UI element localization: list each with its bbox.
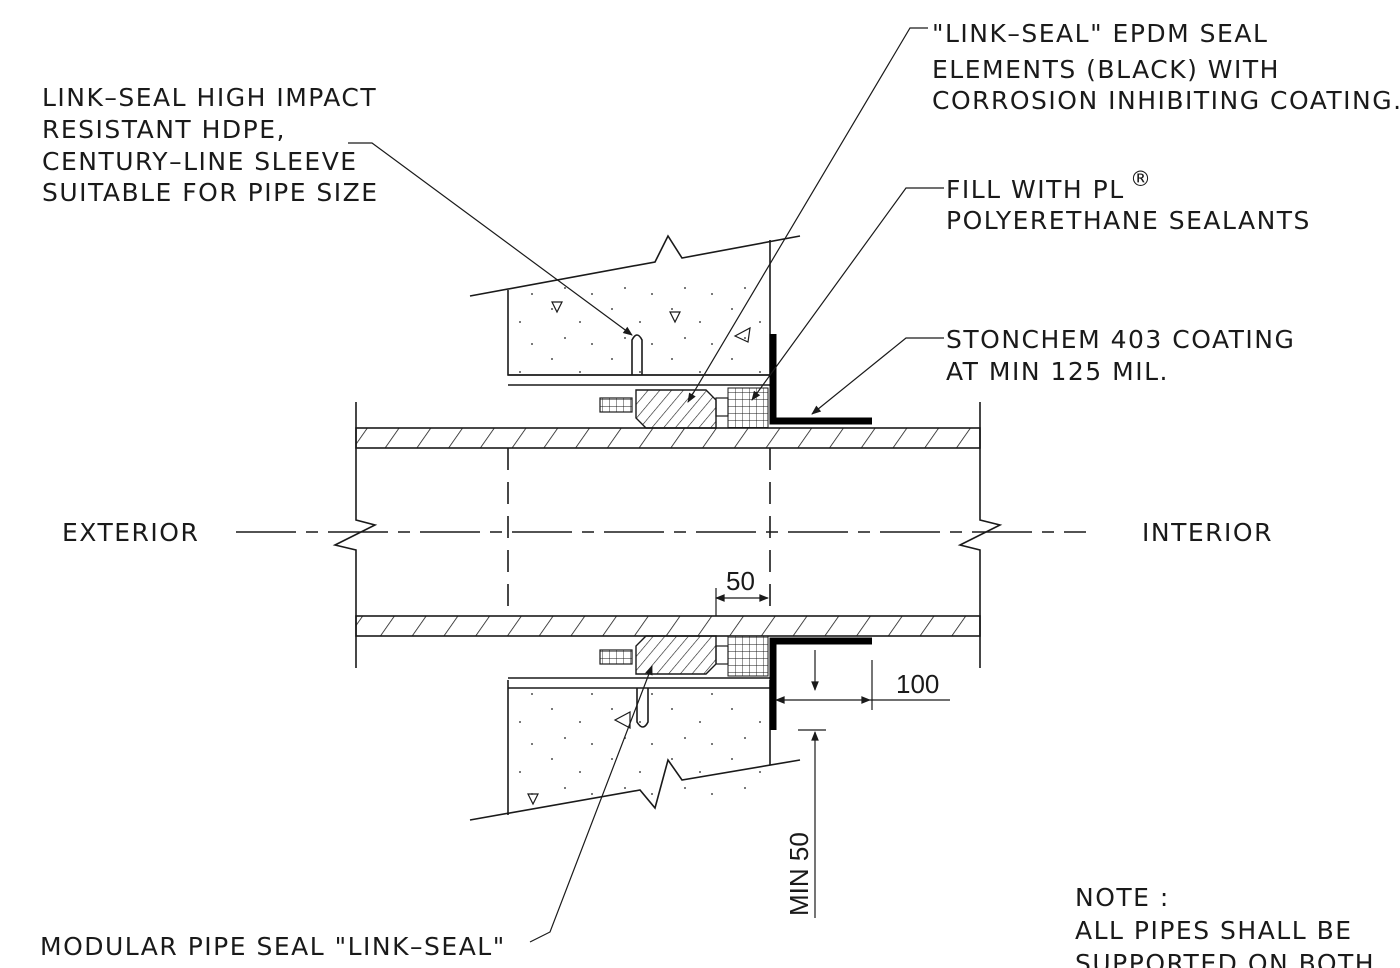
seal-assembly-upper <box>599 334 872 429</box>
leader-coating <box>811 337 944 415</box>
note-heading: NOTE : <box>1075 883 1170 912</box>
leader-sleeve <box>348 142 633 336</box>
note-line-1: ALL PIPES SHALL BE <box>1075 916 1353 945</box>
bolt-head-upper <box>599 397 633 413</box>
stonchem-coating-lower <box>769 637 872 730</box>
epdm-callout-line-1: "LINK–SEAL" EPDM SEAL <box>932 19 1268 48</box>
sleeve-callout-line-2: RESISTANT HDPE, <box>42 115 286 144</box>
pipe-wall-lower <box>355 615 981 637</box>
pipe-break-right <box>957 402 1003 668</box>
pressure-plate-lower <box>715 645 729 665</box>
pl-sealant-lower <box>727 635 769 677</box>
pipe-wall-upper <box>355 427 981 449</box>
upper-break-line <box>469 234 801 297</box>
coating-callout-line-2: AT MIN 125 MIL. <box>946 357 1169 386</box>
fill-callout-line-2: POLYERETHANE SEALANTS <box>946 206 1311 235</box>
sleeve-anchor-lower <box>636 688 649 728</box>
leader-fill <box>751 187 944 401</box>
note-line-2: SUPPORTED ON BOTH <box>1075 949 1375 968</box>
lower-break-line <box>469 758 801 821</box>
sleeve-callout-line-1: LINK–SEAL HIGH IMPACT <box>42 83 377 112</box>
bolt-head-lower <box>599 649 633 665</box>
sleeve-callout-line-3: CENTURY–LINE SLEEVE <box>42 147 358 176</box>
registered-mark: ® <box>1130 167 1153 191</box>
modular-seal-callout: MODULAR PIPE SEAL "LINK–SEAL" <box>40 932 506 961</box>
interior-label: INTERIOR <box>1142 518 1273 547</box>
seal-assembly-lower <box>599 635 872 730</box>
dim-gap-label: 50 <box>726 566 755 596</box>
link-seal-element-upper <box>635 389 717 429</box>
epdm-callout-line-2: ELEMENTS (BLACK) WITH <box>932 55 1280 84</box>
dim-flange-label: 100 <box>896 669 939 699</box>
fill-callout: FILL WITH PL ® POLYERETHANE SEALANTS <box>946 167 1311 235</box>
link-seal-element-lower <box>635 635 717 675</box>
sleeve-callout-line-4: SUITABLE FOR PIPE SIZE <box>42 178 379 207</box>
leader-modular-seal <box>529 665 653 943</box>
upper-wall-fill <box>510 278 768 373</box>
coating-callout-line-1: STONCHEM 403 COATING <box>946 325 1295 354</box>
sleeve-anchor-upper <box>631 334 643 375</box>
pressure-plate-upper <box>715 397 729 417</box>
exterior-label: EXTERIOR <box>62 518 199 547</box>
sleeve-callout: LINK–SEAL HIGH IMPACT RESISTANT HDPE, CE… <box>42 83 379 207</box>
epdm-callout: "LINK–SEAL" EPDM SEAL ELEMENTS (BLACK) W… <box>932 19 1400 115</box>
coating-callout: STONCHEM 403 COATING AT MIN 125 MIL. <box>946 325 1295 386</box>
dim-min-clearance-label: MIN 50 <box>784 832 814 916</box>
dimensions: 50 100 MIN 50 <box>715 566 950 918</box>
leader-epdm <box>687 27 928 403</box>
pipe-break-left <box>332 402 378 668</box>
lower-wall-fill <box>510 690 768 800</box>
leader-lines <box>348 27 944 943</box>
pl-sealant-upper <box>727 387 769 429</box>
fill-callout-line-1: FILL WITH PL <box>946 175 1125 204</box>
epdm-callout-line-3: CORROSION INHIBITING COATING. <box>932 86 1400 115</box>
pipe <box>236 402 1086 668</box>
note-block: NOTE : ALL PIPES SHALL BE SUPPORTED ON B… <box>1075 883 1375 968</box>
concrete-wall <box>469 234 801 821</box>
stonchem-coating-upper <box>769 334 872 425</box>
